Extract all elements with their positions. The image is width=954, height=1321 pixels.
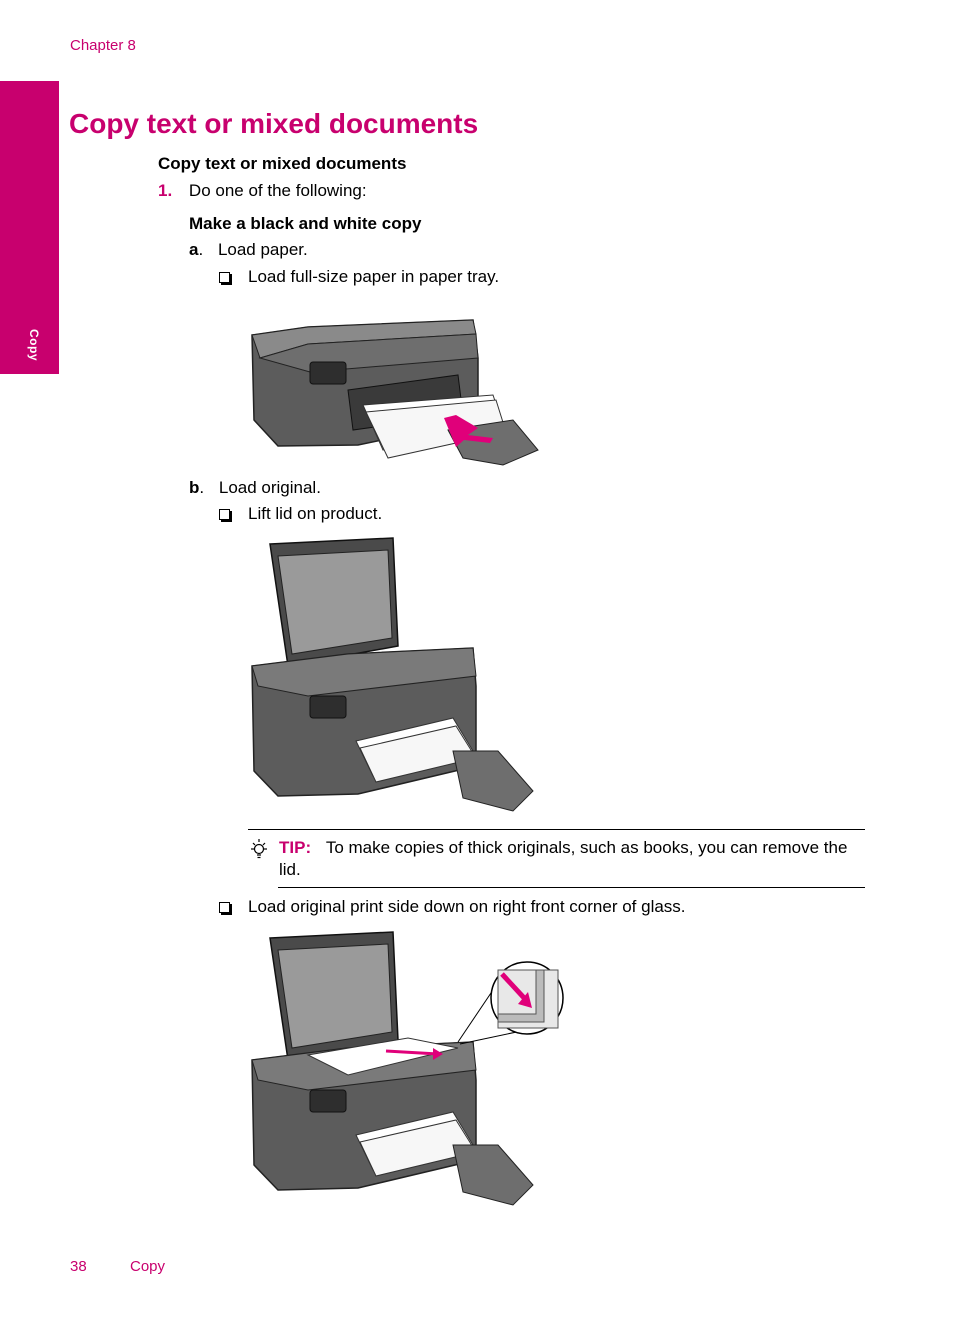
step-1: 1. Do one of the following: [158, 181, 367, 201]
checkbox-bullet-icon [219, 902, 230, 913]
tip-text: TIP: To make copies of thick originals, … [279, 837, 869, 881]
footer-page-number: 38 [70, 1258, 87, 1275]
sub-step-text: Load original. [218, 478, 321, 497]
bullet-lift-lid: Lift lid on product. [219, 504, 382, 524]
chapter-header: Chapter 8 [70, 37, 136, 54]
sub-step-a: a. Load paper. [189, 240, 308, 259]
tip-body: To make copies of thick originals, such … [279, 838, 848, 879]
side-tab [0, 81, 59, 374]
tip-label: TIP: [279, 838, 312, 857]
sub-step-letter: b [189, 478, 200, 497]
footer-section: Copy [130, 1258, 166, 1275]
sub-step-letter: a [189, 240, 199, 259]
side-tab-label: Copy [27, 329, 41, 361]
printer-load-original-illustration [251, 931, 564, 1206]
checkbox-bullet-icon [219, 272, 230, 283]
printer-load-paper-illustration [251, 319, 539, 466]
tip-bottom-rule [278, 887, 865, 888]
printer-lid-open-illustration [251, 537, 534, 812]
lightbulb-icon [251, 839, 267, 859]
checkbox-bullet-icon [219, 509, 230, 520]
bullet-text: Load full-size paper in paper tray. [248, 267, 500, 286]
bullet-text: Lift lid on product. [248, 504, 383, 523]
sub-step-text: Load paper. [217, 240, 308, 259]
step-number: 1. [158, 181, 173, 200]
tip-top-rule [248, 829, 865, 830]
bullet-load-original: Load original print side down on right f… [219, 897, 686, 917]
bullet-text: Load original print side down on right f… [248, 897, 686, 916]
step-text: Do one of the following: [188, 181, 367, 200]
bullet-load-paper: Load full-size paper in paper tray. [219, 267, 499, 287]
subsection-heading: Make a black and white copy [189, 214, 422, 233]
sub-step-b: b. Load original. [189, 478, 321, 497]
page-title: Copy text or mixed documents [69, 108, 479, 139]
section-heading: Copy text or mixed documents [158, 154, 407, 173]
